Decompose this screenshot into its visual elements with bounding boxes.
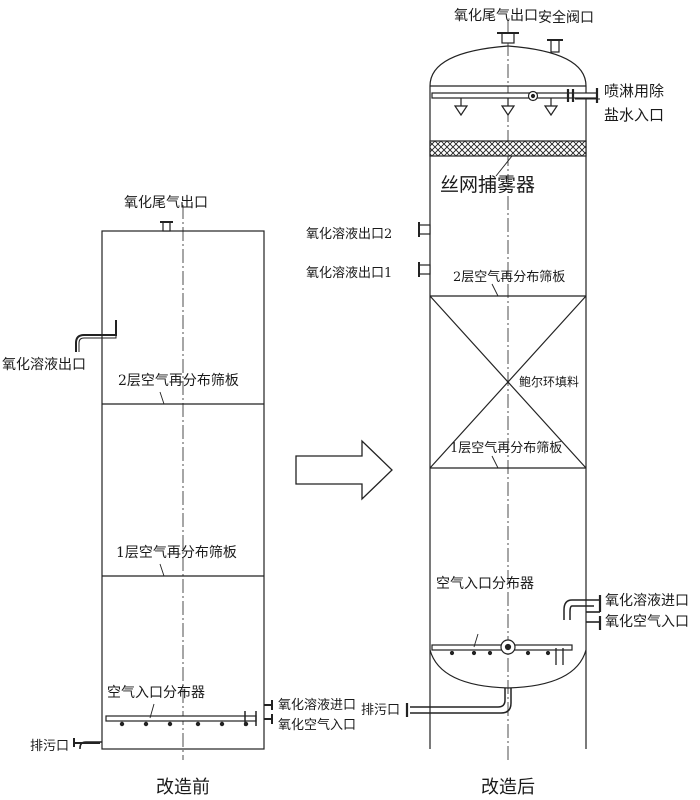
after-spray-inlet-label-1: 喷淋用除 — [604, 82, 664, 100]
before-solution-inlet-label: 氧化溶液进口 — [278, 698, 356, 713]
after-tower — [405, 20, 602, 760]
after-plate-1-label: 1层空气再分布筛板 — [450, 440, 562, 456]
after-spray-pipe — [431, 88, 599, 117]
after-solution-outlet-2-label: 氧化溶液出口2 — [306, 227, 392, 242]
before-air-inlet-label: 氧化空气入口 — [278, 717, 356, 733]
before-air-distributor — [105, 715, 257, 727]
after-leader-demister — [495, 155, 513, 177]
before-plate-2-label: 2层空气再分布筛板 — [118, 373, 239, 389]
after-air-distributor-label: 空气入口分布器 — [436, 576, 534, 592]
after-gas-outlet-label: 氧化尾气出口 — [454, 8, 538, 24]
after-spray-inlet-label-2: 盐水入口 — [604, 106, 664, 124]
before-gas-outlet-label: 氧化尾气出口 — [124, 195, 208, 211]
after-drain-label: 排污口 — [361, 703, 400, 718]
before-outlet-pipe — [75, 320, 117, 352]
before-leader-plate1 — [159, 563, 165, 577]
after-solution-inlet-label: 氧化溶液进口 — [605, 593, 689, 609]
after-packing-label: 鲍尔环填料 — [519, 374, 579, 389]
after-drain-pipe — [410, 688, 512, 714]
after-demister-label: 丝网捕雾器 — [440, 174, 535, 196]
after-air-distributor — [431, 639, 573, 656]
before-tower — [73, 205, 273, 760]
after-leader-plate1 — [491, 455, 499, 469]
after-solution-outlet-1-label: 氧化溶液出口1 — [306, 266, 392, 281]
after-air-inlet-label: 氧化空气入口 — [605, 614, 689, 630]
before-leader-plate2 — [159, 391, 165, 405]
after-packing-cross-b — [429, 295, 587, 469]
after-gas-nozzle — [497, 32, 519, 44]
before-inlet-nozzles — [244, 700, 273, 726]
after-leader-plate2 — [491, 283, 499, 297]
after-safety-valve-nozzle — [547, 39, 563, 53]
after-caption: 改造后 — [481, 777, 535, 798]
after-outlet-1-nozzle — [418, 262, 431, 277]
after-demister-mesh — [429, 140, 587, 157]
before-drain-label: 排污口 — [30, 739, 69, 754]
before-plate-1-label: 1层空气再分布筛板 — [116, 545, 237, 561]
before-caption: 改造前 — [156, 777, 210, 798]
after-solution-inlet-pipe — [555, 648, 564, 665]
after-leader-distributor — [473, 633, 479, 648]
after-safety-valve-label: 安全阀口 — [538, 9, 594, 26]
after-outlet-2-nozzle — [418, 222, 431, 237]
before-leader-distributor — [149, 703, 155, 719]
before-air-distributor-label: 空气入口分布器 — [107, 685, 205, 701]
transition-arrow — [295, 439, 393, 501]
before-solution-outlet-label: 氧化溶液出口 — [2, 357, 86, 373]
after-plate-2-label: 2层空气再分布筛板 — [453, 269, 565, 285]
before-gas-nozzle — [160, 221, 173, 232]
